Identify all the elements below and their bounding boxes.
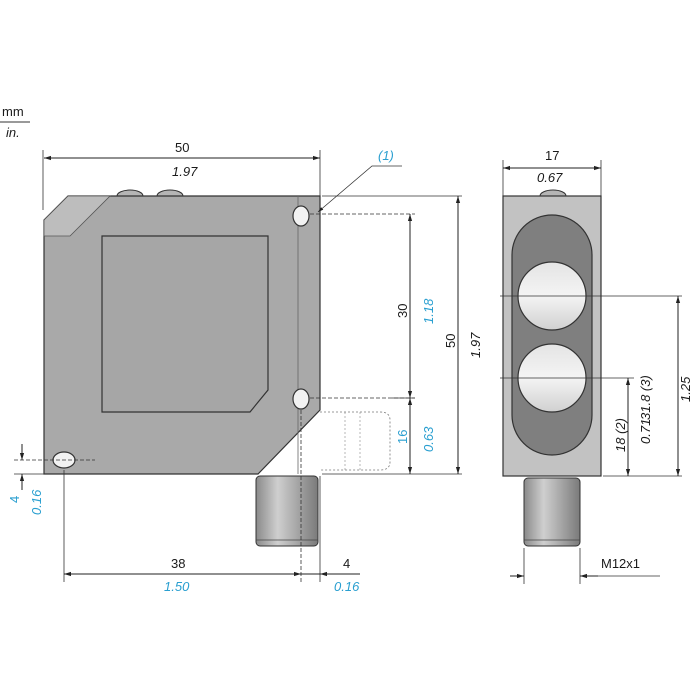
dim-width-in: 1.97 [172, 164, 198, 179]
lens-window [101, 235, 269, 413]
dim-bottom-offset-in: 0.16 [29, 489, 44, 515]
dim-connector-in: 0.63 [421, 426, 436, 452]
side-connector [523, 477, 581, 547]
unit-in: in. [6, 125, 20, 140]
dim-lens-2-mm: 18 (2) [613, 418, 628, 452]
lens-capsule [511, 214, 593, 456]
dim-hole-x-in: 1.50 [164, 579, 190, 594]
side-view [502, 189, 602, 547]
unit-mm: mm [2, 104, 24, 119]
mounting-hole-top [292, 205, 310, 227]
dim-height-in: 1.97 [468, 332, 483, 358]
dim-lens-3-mm: 31.8 (3) [638, 375, 653, 420]
dim-bottom-offset-mm: 4 [7, 496, 22, 503]
dim-hole-spacing-mm: 30 [395, 304, 410, 318]
connector-side-hidden [320, 411, 391, 471]
front-view [43, 189, 391, 547]
dim-connector-mm: 16 [395, 430, 410, 444]
connector-bottom [255, 475, 319, 547]
dim-height-mm: 50 [443, 334, 458, 348]
dim-hole-x-mm: 38 [171, 556, 185, 571]
dim-side-width-in: 0.67 [537, 170, 563, 185]
dim-lens-3-in: 1.25 [678, 376, 693, 402]
dim-side-width-mm: 17 [545, 148, 559, 163]
side-dimensions: 17 0.67 18 (2) 0.71 31.8 (3) 1.25 M12x1 [500, 148, 693, 584]
units-label: mm in. [0, 104, 30, 140]
dim-right-offset-mm: 4 [343, 556, 350, 571]
dim-thread: M12x1 [601, 556, 640, 571]
front-dimensions: 50 1.97 (1) 30 1.18 50 1.97 16 0.63 4 0.… [7, 140, 483, 594]
mounting-hole-middle [292, 388, 310, 410]
dim-lens-2-in: 0.71 [638, 419, 653, 444]
dim-width-mm: 50 [175, 140, 189, 155]
dim-right-offset-in: 0.16 [334, 579, 360, 594]
dim-hole-spacing-in: 1.18 [421, 298, 436, 324]
callout-1: (1) [378, 148, 394, 163]
